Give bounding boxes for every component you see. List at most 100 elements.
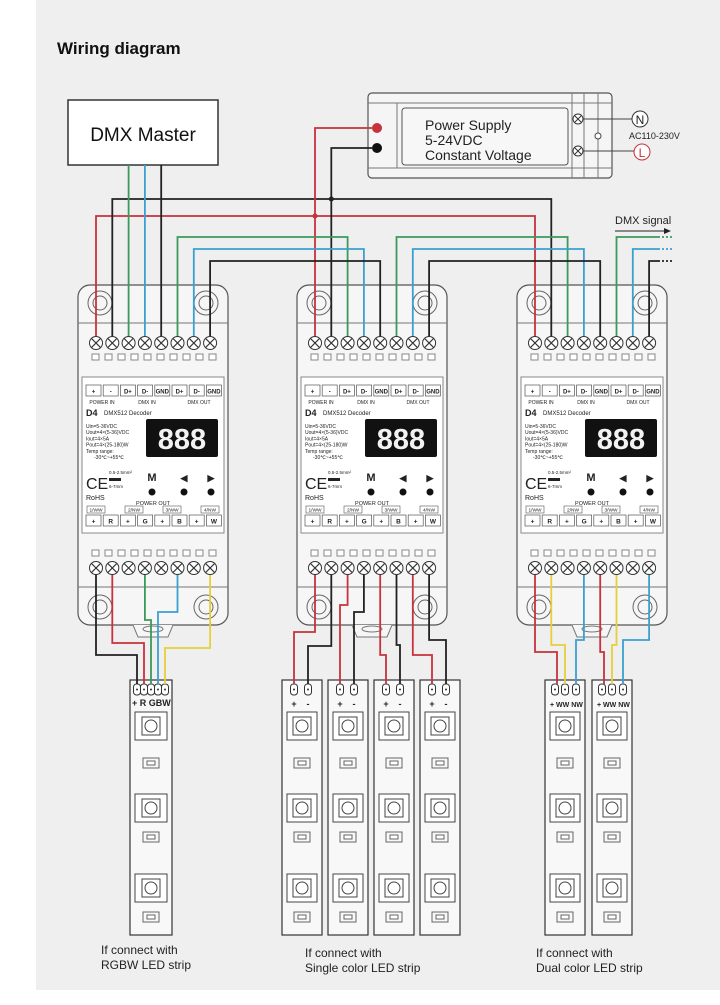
screw-terminal-icon: [186, 561, 201, 575]
screw-terminal-icon: [405, 561, 420, 575]
rohs-mark: RoHS: [86, 495, 105, 502]
terminal-label: B: [396, 519, 401, 526]
dmx-chain: [395, 236, 569, 343]
wire-strip-icon: [328, 478, 340, 481]
led-chip-icon: [378, 793, 410, 823]
wire: [339, 568, 349, 684]
wire: [379, 568, 387, 684]
prev-button: ◀: [619, 473, 628, 483]
terminal-label: D+: [615, 390, 623, 396]
next-button-icon[interactable]: [646, 488, 654, 496]
screw-terminal-icon: [137, 561, 152, 575]
wire: [611, 568, 618, 684]
ce-mark: CE: [305, 476, 327, 493]
resistor-icon: [142, 911, 160, 923]
wire: [411, 568, 433, 684]
power-in-label: POWER IN: [308, 400, 334, 406]
led-chip-icon: [596, 711, 628, 741]
terminal-label: GND: [207, 390, 221, 396]
terminal-label-box: [373, 514, 390, 527]
screw-terminal-icon: [544, 561, 559, 575]
prev-button-icon[interactable]: [619, 488, 627, 496]
dmx-master-label: DMX Master: [90, 125, 196, 146]
spec-line: Pout=4×(25-180)W: [86, 443, 129, 449]
next-button-icon[interactable]: [426, 488, 434, 496]
resistor-icon: [385, 831, 403, 843]
prev-button-icon[interactable]: [180, 488, 188, 496]
led-chip-icon: [378, 711, 410, 741]
wire: [157, 568, 179, 684]
channel-label: 1/WW: [89, 508, 103, 514]
wires: [95, 127, 673, 684]
pin-labels: + WW NW: [550, 702, 583, 709]
ac-terminal-l-icon: [572, 145, 584, 157]
terminal-label: +: [345, 519, 349, 526]
power-out-label: POWER OUT: [136, 501, 171, 507]
terminal-label: GND: [646, 390, 660, 396]
resistor-icon: [431, 757, 449, 769]
next-button-icon[interactable]: [207, 488, 215, 496]
ac-input-label: AC110-230V: [629, 131, 680, 141]
prev-button-icon[interactable]: [399, 488, 407, 496]
terminal-label: R: [547, 519, 552, 526]
wire: [293, 568, 316, 684]
dmx-signal-label: DMX signal: [615, 215, 671, 227]
terminal-label: +: [531, 390, 535, 396]
wire-size-label: 0.5-2.5mm²: [548, 470, 572, 475]
channel-label: 2/NW: [567, 508, 579, 514]
resistor-icon: [142, 831, 160, 843]
spec-line: Uin=5-36VDC: [86, 424, 117, 430]
terminal-label-box: [593, 384, 610, 397]
screw-terminal-icon: [625, 561, 640, 575]
screw-terminal-icon: [560, 336, 575, 350]
led-chip-icon: [332, 873, 364, 903]
screw-terminal-icon: [356, 561, 371, 575]
terminal-label-box: [102, 514, 119, 527]
dmx-chain: [176, 236, 349, 343]
screw-terminal-icon: [625, 336, 640, 350]
display-digits: 888: [377, 424, 425, 456]
terminal-label-box: [206, 514, 222, 527]
terminal-label: GND: [375, 390, 389, 396]
spec-line: -30℃~+55℃: [94, 455, 124, 461]
mode-button-icon[interactable]: [587, 488, 595, 496]
terminal-label-box: [85, 514, 102, 527]
led-chip-icon: [424, 873, 456, 903]
terminal-label-box: [188, 384, 205, 397]
led-display: [365, 419, 437, 457]
wire: [534, 568, 558, 684]
next-button: ▶: [646, 473, 655, 483]
terminal-label: D+: [176, 390, 184, 396]
led-chip-icon: [286, 711, 318, 741]
mode-button: M: [586, 472, 595, 484]
decoder-name: DMX512 Decoder: [543, 411, 591, 417]
next-button: ▶: [207, 473, 216, 483]
led-chip-icon: [378, 873, 410, 903]
resistor-icon: [431, 831, 449, 843]
model-label: D4: [305, 408, 317, 418]
svg-text:If connect with: If connect with: [305, 946, 382, 960]
live-icon: [633, 143, 651, 161]
led-chip-icon: [596, 793, 628, 823]
svg-text:If connect with: If connect with: [536, 946, 613, 960]
terminal-label-box: [102, 384, 119, 397]
screw-terminal-icon: [356, 336, 371, 350]
screw-terminal-icon: [340, 336, 355, 350]
junction-icon: [328, 196, 334, 202]
terminal-label: R: [327, 519, 332, 526]
mode-button-icon[interactable]: [148, 488, 156, 496]
terminal-label-box: [171, 384, 188, 397]
terminal-label-box: [206, 384, 222, 397]
wire-size-label: 0.5-2.5mm²: [328, 470, 352, 475]
spec-line: -30℃~+55℃: [313, 455, 343, 461]
model-label: D4: [525, 408, 537, 418]
ps-negative-output-icon: [372, 143, 382, 153]
resistor-icon: [339, 757, 357, 769]
screw-terminal-icon: [576, 561, 591, 575]
resistor-icon: [556, 911, 574, 923]
screw-terminal-icon: [324, 336, 339, 350]
mode-button-icon[interactable]: [367, 488, 375, 496]
